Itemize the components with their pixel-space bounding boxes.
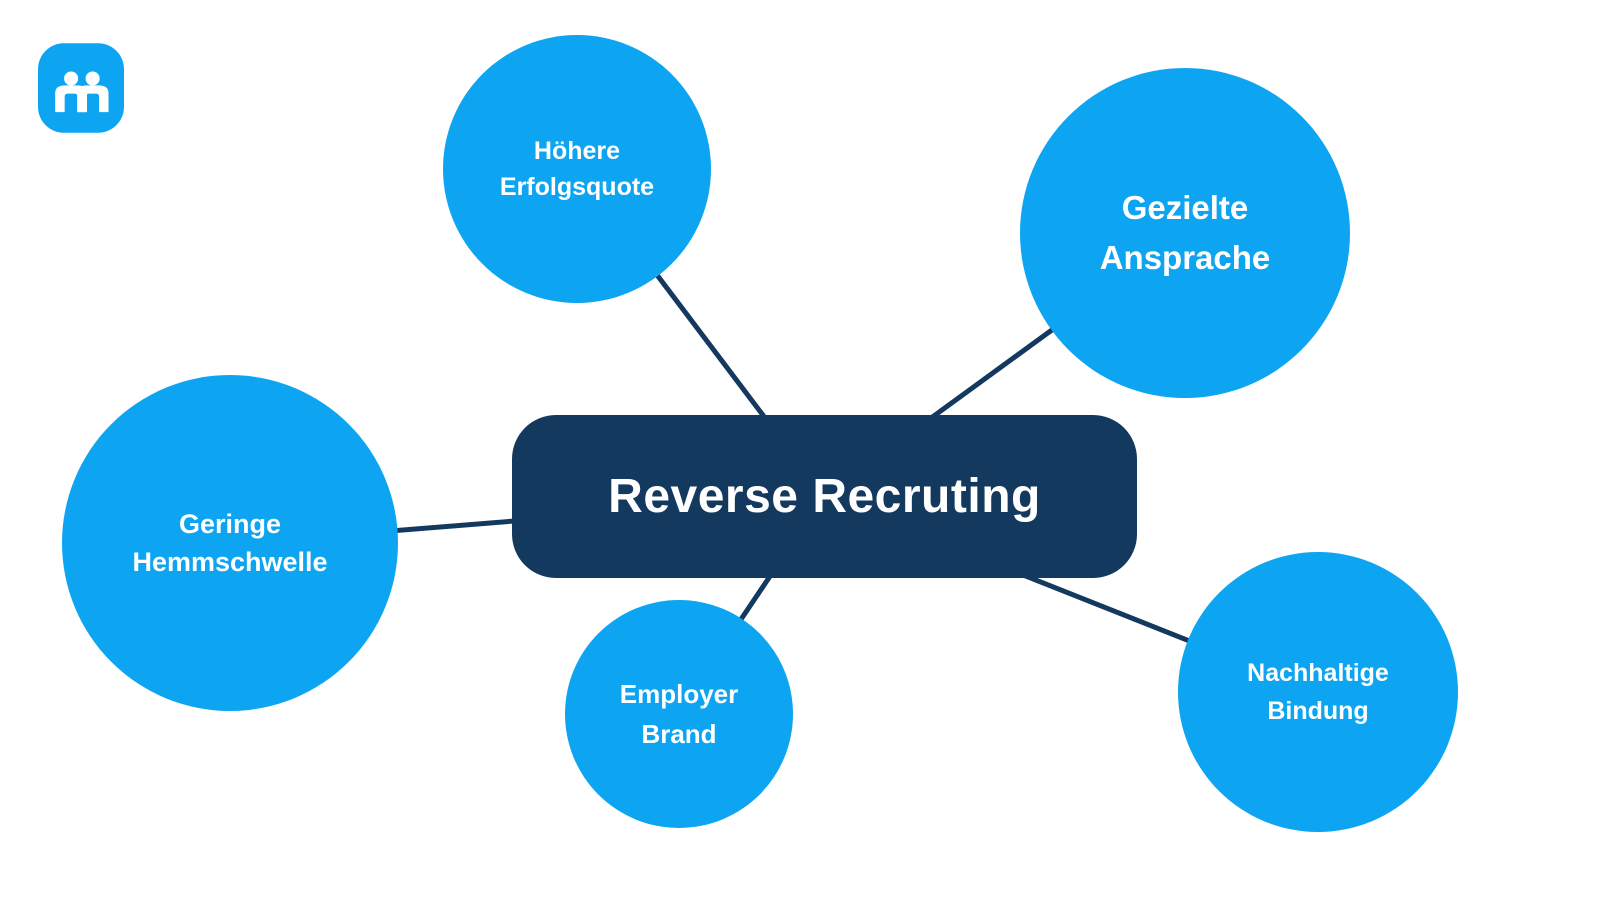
node-nachhaltige-bindung[interactable]: Nachhaltige Bindung — [1178, 552, 1458, 832]
node-label-line: Gezielte — [1121, 189, 1249, 226]
node-hoehere-erfolgsquote[interactable]: Höhere Erfolgsquote — [443, 35, 711, 303]
node-gezielte-ansprache[interactable]: Gezielte Ansprache — [1020, 68, 1350, 398]
node-label-line: Erfolgsquote — [499, 173, 655, 201]
m-people-logo-icon — [38, 43, 124, 133]
node-employer-brand[interactable]: Employer Brand — [565, 600, 793, 828]
central-topic-reverse-recruting[interactable]: Reverse Recruting — [512, 415, 1137, 578]
node-geringe-hemmschwelle[interactable]: Geringe Hemmschwelle — [62, 375, 398, 711]
node-label-line: Geringe — [178, 509, 282, 539]
node-label-line: Ansprache — [1099, 239, 1271, 276]
node-label-line: Brand — [641, 719, 717, 749]
central-topic-label: Reverse Recruting — [608, 470, 1041, 523]
node-label-line: Höhere — [533, 137, 621, 165]
node-label-line: Hemmschwelle — [132, 547, 328, 577]
node-label-line: Employer — [619, 679, 739, 709]
node-label-line: Nachhaltige — [1247, 659, 1389, 687]
node-label-line: Bindung — [1267, 697, 1369, 725]
